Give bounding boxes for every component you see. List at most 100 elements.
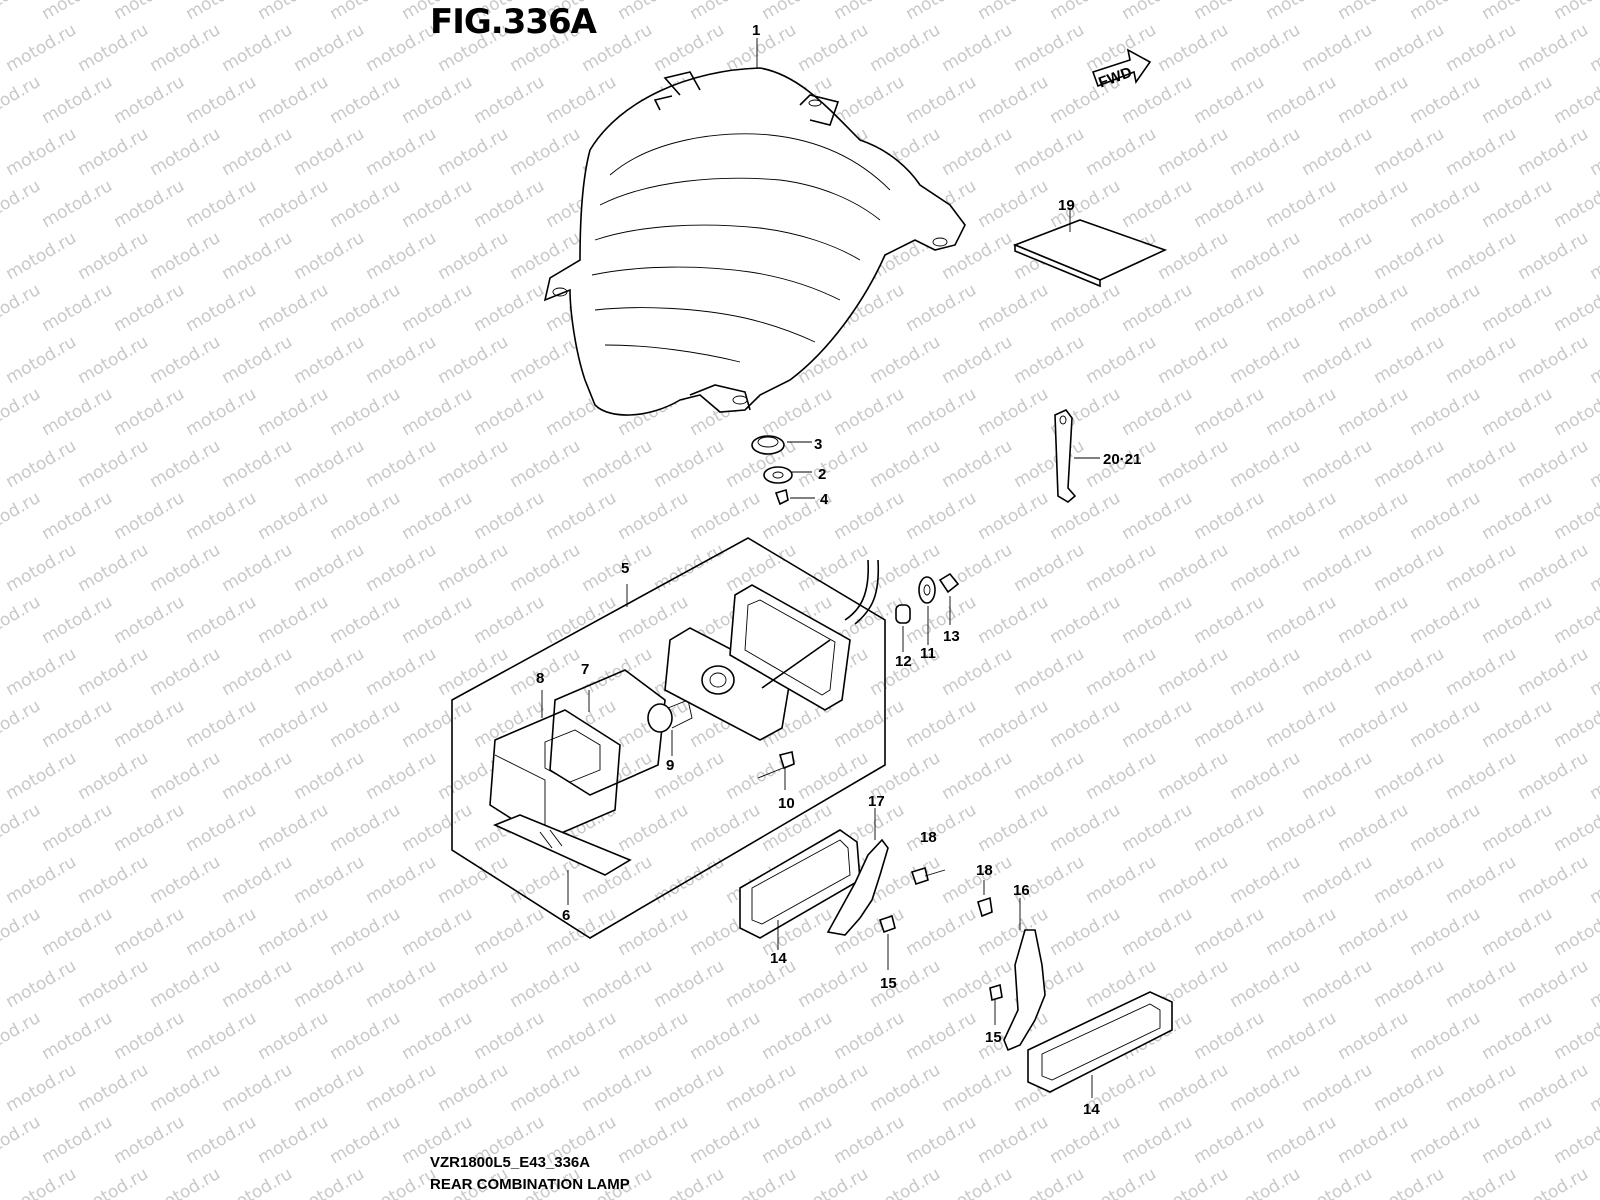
watermark-text: motod.ru: [902, 904, 980, 960]
watermark-text: motod.ru: [362, 436, 440, 492]
watermark-text: motod.ru: [1190, 176, 1268, 232]
callout-17: 17: [868, 793, 885, 810]
watermark-text: motod.ru: [902, 488, 980, 544]
watermark-text: motod.ru: [74, 644, 152, 700]
watermark-text: motod.ru: [1010, 124, 1088, 180]
watermark-text: motod.ru: [1334, 0, 1412, 24]
watermark-text: motod.ru: [326, 176, 404, 232]
watermark-text: motod.ru: [470, 592, 548, 648]
watermark-text: motod.ru: [578, 644, 656, 700]
watermark-text: motod.ru: [1262, 1008, 1340, 1064]
watermark-text: motod.ru: [794, 1060, 872, 1116]
watermark-text: motod.ru: [902, 800, 980, 856]
watermark-text: motod.ru: [830, 696, 908, 752]
watermark-text: motod.ru: [218, 228, 296, 284]
watermark-text: motod.ru: [326, 800, 404, 856]
watermark-text: motod.ru: [110, 176, 188, 232]
watermark-text: motod.ru: [1298, 1060, 1376, 1116]
watermark-text: motod.ru: [1226, 956, 1304, 1012]
watermark-text: motod.ru: [38, 696, 116, 752]
watermark-text: motod.ru: [902, 384, 980, 440]
watermark-text: motod.ru: [1046, 280, 1124, 336]
watermark-text: motod.ru: [1226, 748, 1304, 804]
watermark-text: motod.ru: [686, 0, 764, 24]
watermark-text: motod.ru: [1298, 540, 1376, 596]
watermark-text: motod.ru: [1010, 540, 1088, 596]
watermark-text: motod.ru: [1262, 280, 1340, 336]
watermark-text: motod.ru: [290, 228, 368, 284]
watermark-text: motod.ru: [74, 20, 152, 76]
watermark-text: motod.ru: [2, 540, 80, 596]
watermark-text: motod.ru: [578, 1060, 656, 1116]
watermark-text: motod.ru: [0, 1008, 44, 1064]
watermark-text: motod.ru: [1370, 436, 1448, 492]
watermark-text: motod.ru: [218, 1060, 296, 1116]
watermark-text: motod.ru: [1118, 176, 1196, 232]
watermark-text: motod.ru: [1370, 1164, 1448, 1200]
watermark-text: motod.ru: [866, 20, 944, 76]
watermark-text: motod.ru: [938, 124, 1016, 180]
watermark-text: motod.ru: [902, 72, 980, 128]
watermark-text: motod.ru: [722, 1164, 800, 1200]
watermark-text: motod.ru: [182, 592, 260, 648]
watermark-text: motod.ru: [290, 124, 368, 180]
watermark-text: motod.ru: [1406, 0, 1484, 24]
watermark-text: motod.ru: [938, 20, 1016, 76]
watermark-text: motod.ru: [398, 488, 476, 544]
watermark-text: motod.ru: [254, 280, 332, 336]
watermark-text: motod.ru: [794, 540, 872, 596]
watermark-text: motod.ru: [1406, 488, 1484, 544]
watermark-text: motod.ru: [1550, 176, 1600, 232]
watermark-text: motod.ru: [1442, 748, 1520, 804]
watermark-text: motod.ru: [146, 644, 224, 700]
watermark-text: motod.ru: [1514, 852, 1592, 908]
watermark-text: motod.ru: [614, 1112, 692, 1168]
watermark-text: motod.ru: [0, 592, 44, 648]
watermark-text: motod.ru: [182, 800, 260, 856]
watermark-text: motod.ru: [1586, 332, 1600, 388]
watermark-text: motod.ru: [578, 540, 656, 596]
watermark-text: motod.ru: [1118, 800, 1196, 856]
watermark-text: motod.ru: [182, 696, 260, 752]
watermark-text: motod.ru: [74, 748, 152, 804]
callout-18b: 18: [976, 862, 993, 879]
watermark-text: motod.ru: [110, 592, 188, 648]
watermark-text: motod.ru: [1118, 488, 1196, 544]
watermark-text: motod.ru: [218, 852, 296, 908]
watermark-text: motod.ru: [0, 72, 44, 128]
watermark-text: motod.ru: [2, 748, 80, 804]
watermark-text: motod.ru: [902, 0, 980, 24]
watermark-text: motod.ru: [1226, 1164, 1304, 1200]
watermark-text: motod.ru: [1262, 488, 1340, 544]
watermark-text: motod.ru: [2, 1060, 80, 1116]
watermark-text: motod.ru: [1370, 956, 1448, 1012]
watermark-text: motod.ru: [1586, 644, 1600, 700]
watermark-text: motod.ru: [794, 20, 872, 76]
watermark-text: motod.ru: [1226, 228, 1304, 284]
watermark-text: motod.ru: [182, 1008, 260, 1064]
watermark-text: motod.ru: [1478, 488, 1556, 544]
watermark-text: motod.ru: [146, 748, 224, 804]
watermark-text: motod.ru: [2, 644, 80, 700]
watermark-text: motod.ru: [1190, 488, 1268, 544]
watermark-text: motod.ru: [1406, 904, 1484, 960]
watermark-text: motod.ru: [1010, 852, 1088, 908]
watermark-text: motod.ru: [362, 228, 440, 284]
watermark-text: motod.ru: [1298, 332, 1376, 388]
watermark-text: motod.ru: [1406, 384, 1484, 440]
watermark-text: motod.ru: [1550, 904, 1600, 960]
watermark-text: motod.ru: [1550, 280, 1600, 336]
watermark-text: motod.ru: [902, 1112, 980, 1168]
watermark-text: motod.ru: [1406, 176, 1484, 232]
watermark-text: motod.ru: [182, 1112, 260, 1168]
watermark-text: motod.ru: [38, 904, 116, 960]
watermark-text: motod.ru: [1370, 852, 1448, 908]
watermark-text: motod.ru: [434, 1060, 512, 1116]
watermark-text: motod.ru: [758, 1008, 836, 1064]
watermark-text: motod.ru: [1190, 280, 1268, 336]
callout-2: 2: [818, 466, 826, 483]
watermark-text: motod.ru: [470, 488, 548, 544]
watermark-text: motod.ru: [1478, 696, 1556, 752]
watermark-text: motod.ru: [1298, 20, 1376, 76]
watermark-text: motod.ru: [434, 228, 512, 284]
